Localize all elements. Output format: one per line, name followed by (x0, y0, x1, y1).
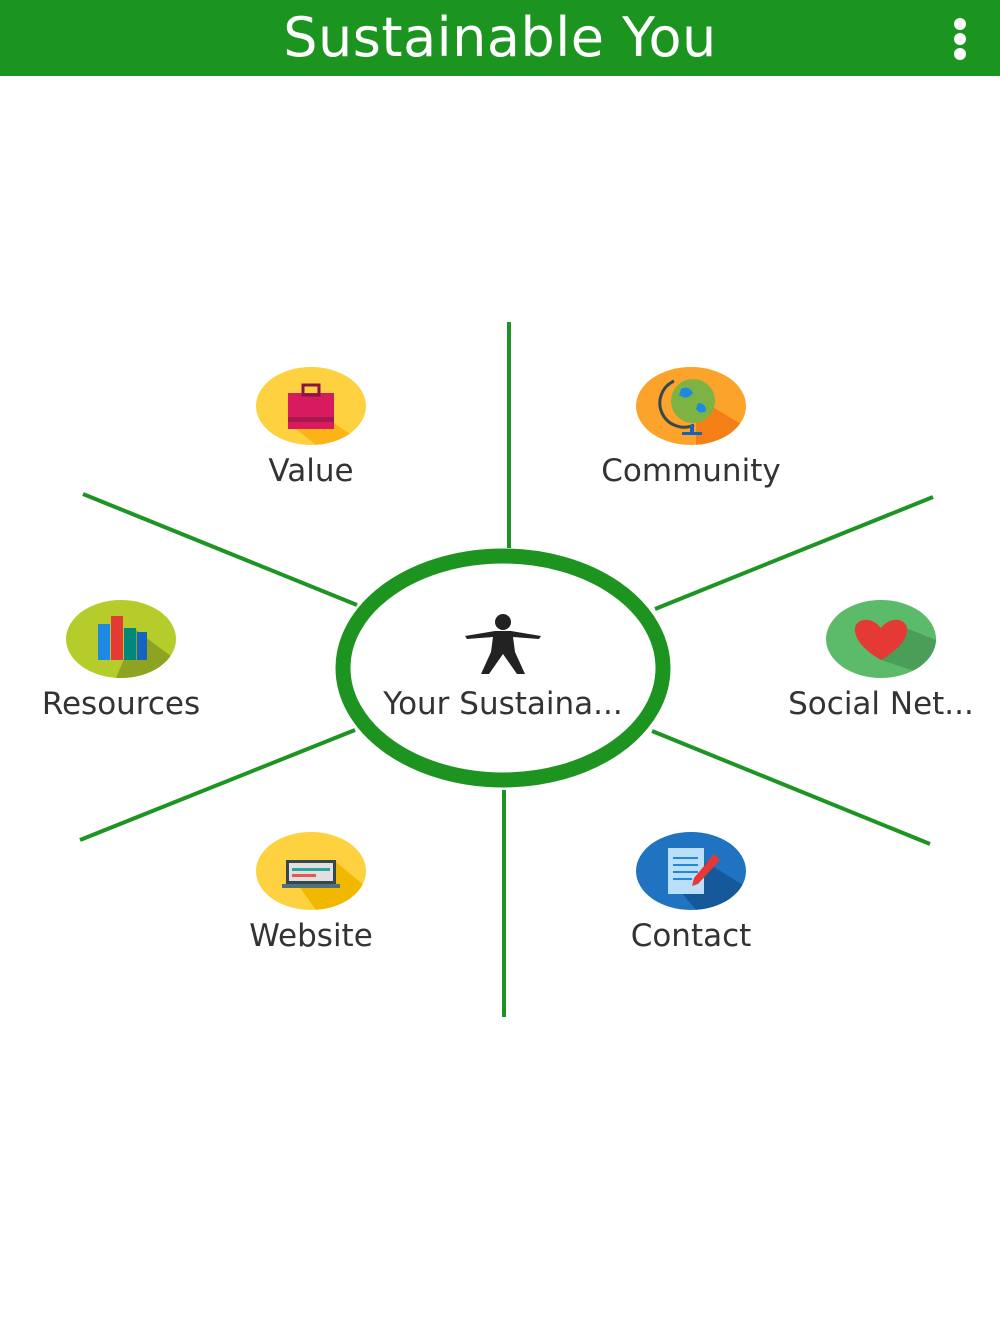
globe-icon (636, 367, 746, 445)
menu-item-community[interactable]: Community (571, 367, 811, 489)
menu-item-social-network[interactable]: Social Net... (761, 600, 1000, 722)
more-vert-icon[interactable] (950, 18, 970, 60)
menu-item-resources[interactable]: Resources (1, 600, 241, 722)
shopping-bag-icon (256, 367, 366, 445)
spoke-line (79, 728, 356, 842)
laptop-icon (256, 832, 366, 910)
heart-icon (826, 600, 936, 678)
menu-item-value[interactable]: Value (191, 367, 431, 489)
menu-item-website[interactable]: Website (191, 832, 431, 954)
center-ring (335, 548, 671, 788)
app-title: Sustainable You (283, 6, 717, 69)
document-pencil-icon (636, 832, 746, 910)
person-icon (465, 614, 541, 674)
center-button[interactable]: Your Sustaina... (343, 556, 663, 780)
spoke-line (654, 495, 934, 611)
spoke-line (651, 729, 931, 846)
books-icon (66, 600, 176, 678)
spoke-line (82, 492, 358, 607)
app-bar: Sustainable You (0, 0, 1000, 76)
menu-item-contact[interactable]: Contact (571, 832, 811, 954)
center-label: Your Sustaina... (383, 686, 623, 722)
